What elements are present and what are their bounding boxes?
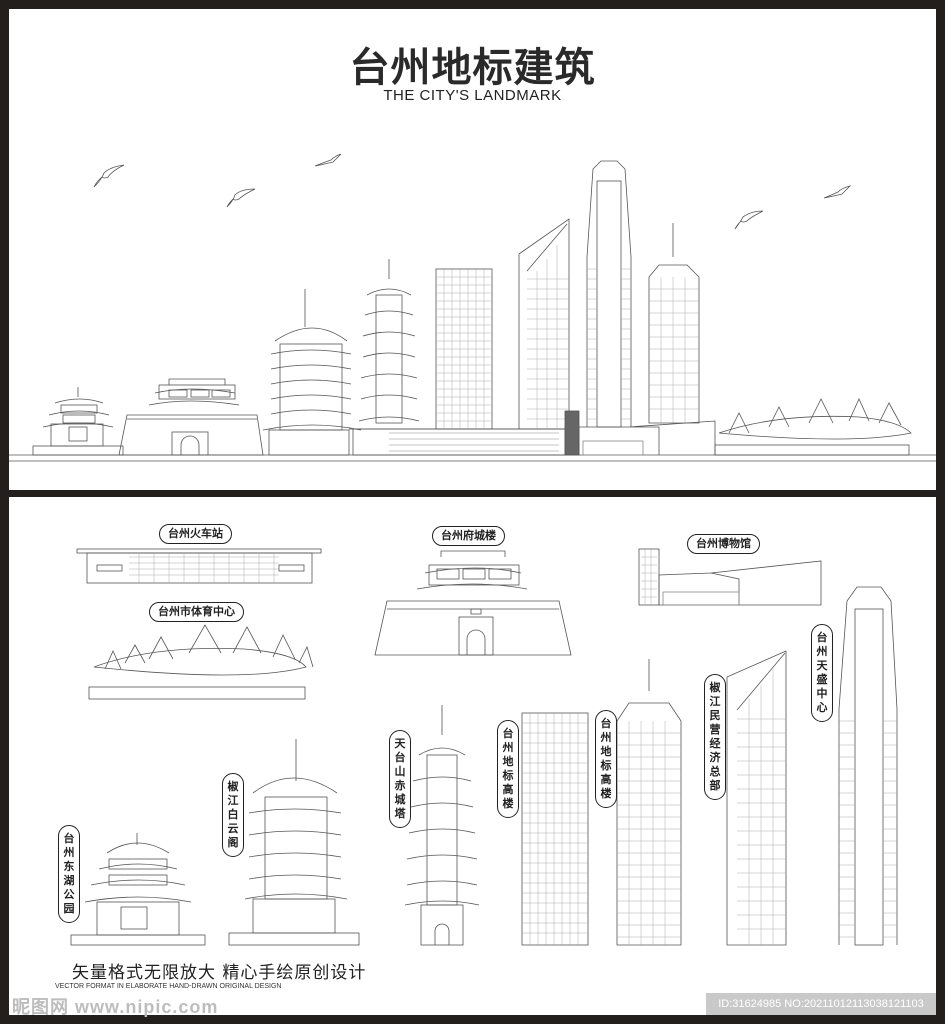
page-subtitle: THE CITY'S LANDMARK <box>383 87 562 104</box>
landmark-tower-drawing <box>616 659 682 946</box>
label-chicheng-pagoda: 天台山赤城塔 <box>389 730 411 828</box>
slogan-english: VECTOR FORMAT IN ELABORATE HAND-DRAWN OR… <box>55 983 282 990</box>
baiyun-pavilion-drawing <box>228 739 360 946</box>
watermark: 昵图网 www.nipic.com <box>12 997 219 1017</box>
train-station-drawing <box>76 548 322 584</box>
label-city-tower: 台州府城楼 <box>432 526 505 546</box>
skyline-panel: 台州地标建筑 THE CITY'S LANDMARK <box>9 9 936 490</box>
private-economy-hq-drawing <box>726 650 787 946</box>
label-private-economy-hq: 椒江民营经济总部 <box>704 674 726 800</box>
label-sports-center: 台州市体育中心 <box>149 602 244 622</box>
museum-drawing <box>638 548 822 606</box>
skyline-illustration <box>9 153 936 462</box>
landmark-grid-tower-drawing <box>521 712 589 946</box>
bird-icon <box>734 210 764 230</box>
label-tiansheng-center: 台州天盛中心 <box>811 624 833 722</box>
landmark-catalog-panel: 台州火车站 台州市体育中心 台州府城楼 台州博物馆 天台山赤城塔 台州地标高楼 … <box>9 497 936 1015</box>
label-landmark-tower-1: 台州地标高楼 <box>497 720 519 818</box>
landmark-illustrations <box>70 548 898 946</box>
page-title: 台州地标建筑 <box>349 45 596 91</box>
bird-icon <box>823 185 852 199</box>
bird-icon <box>226 188 256 208</box>
label-train-station: 台州火车站 <box>159 524 232 544</box>
tiansheng-center-drawing <box>838 586 898 946</box>
bird-icon <box>93 164 125 188</box>
chicheng-pagoda-drawing <box>404 705 480 946</box>
label-landmark-tower-2: 台州地标高楼 <box>595 710 617 808</box>
slogan: 矢量格式无限放大 精心手绘原创设计 <box>72 963 367 983</box>
bird-icon <box>314 153 342 167</box>
label-museum: 台州博物馆 <box>687 534 760 554</box>
label-donghu-park: 台州东湖公园 <box>58 825 80 923</box>
sports-center-drawing <box>88 624 314 700</box>
label-baiyun-pavilion: 椒江白云阁 <box>222 773 244 857</box>
city-tower-drawing <box>374 550 572 656</box>
image-id-bar: ID:31624985 NO:20211012113038121103 <box>706 993 936 1015</box>
east-lake-pavilion-drawing <box>70 833 206 946</box>
